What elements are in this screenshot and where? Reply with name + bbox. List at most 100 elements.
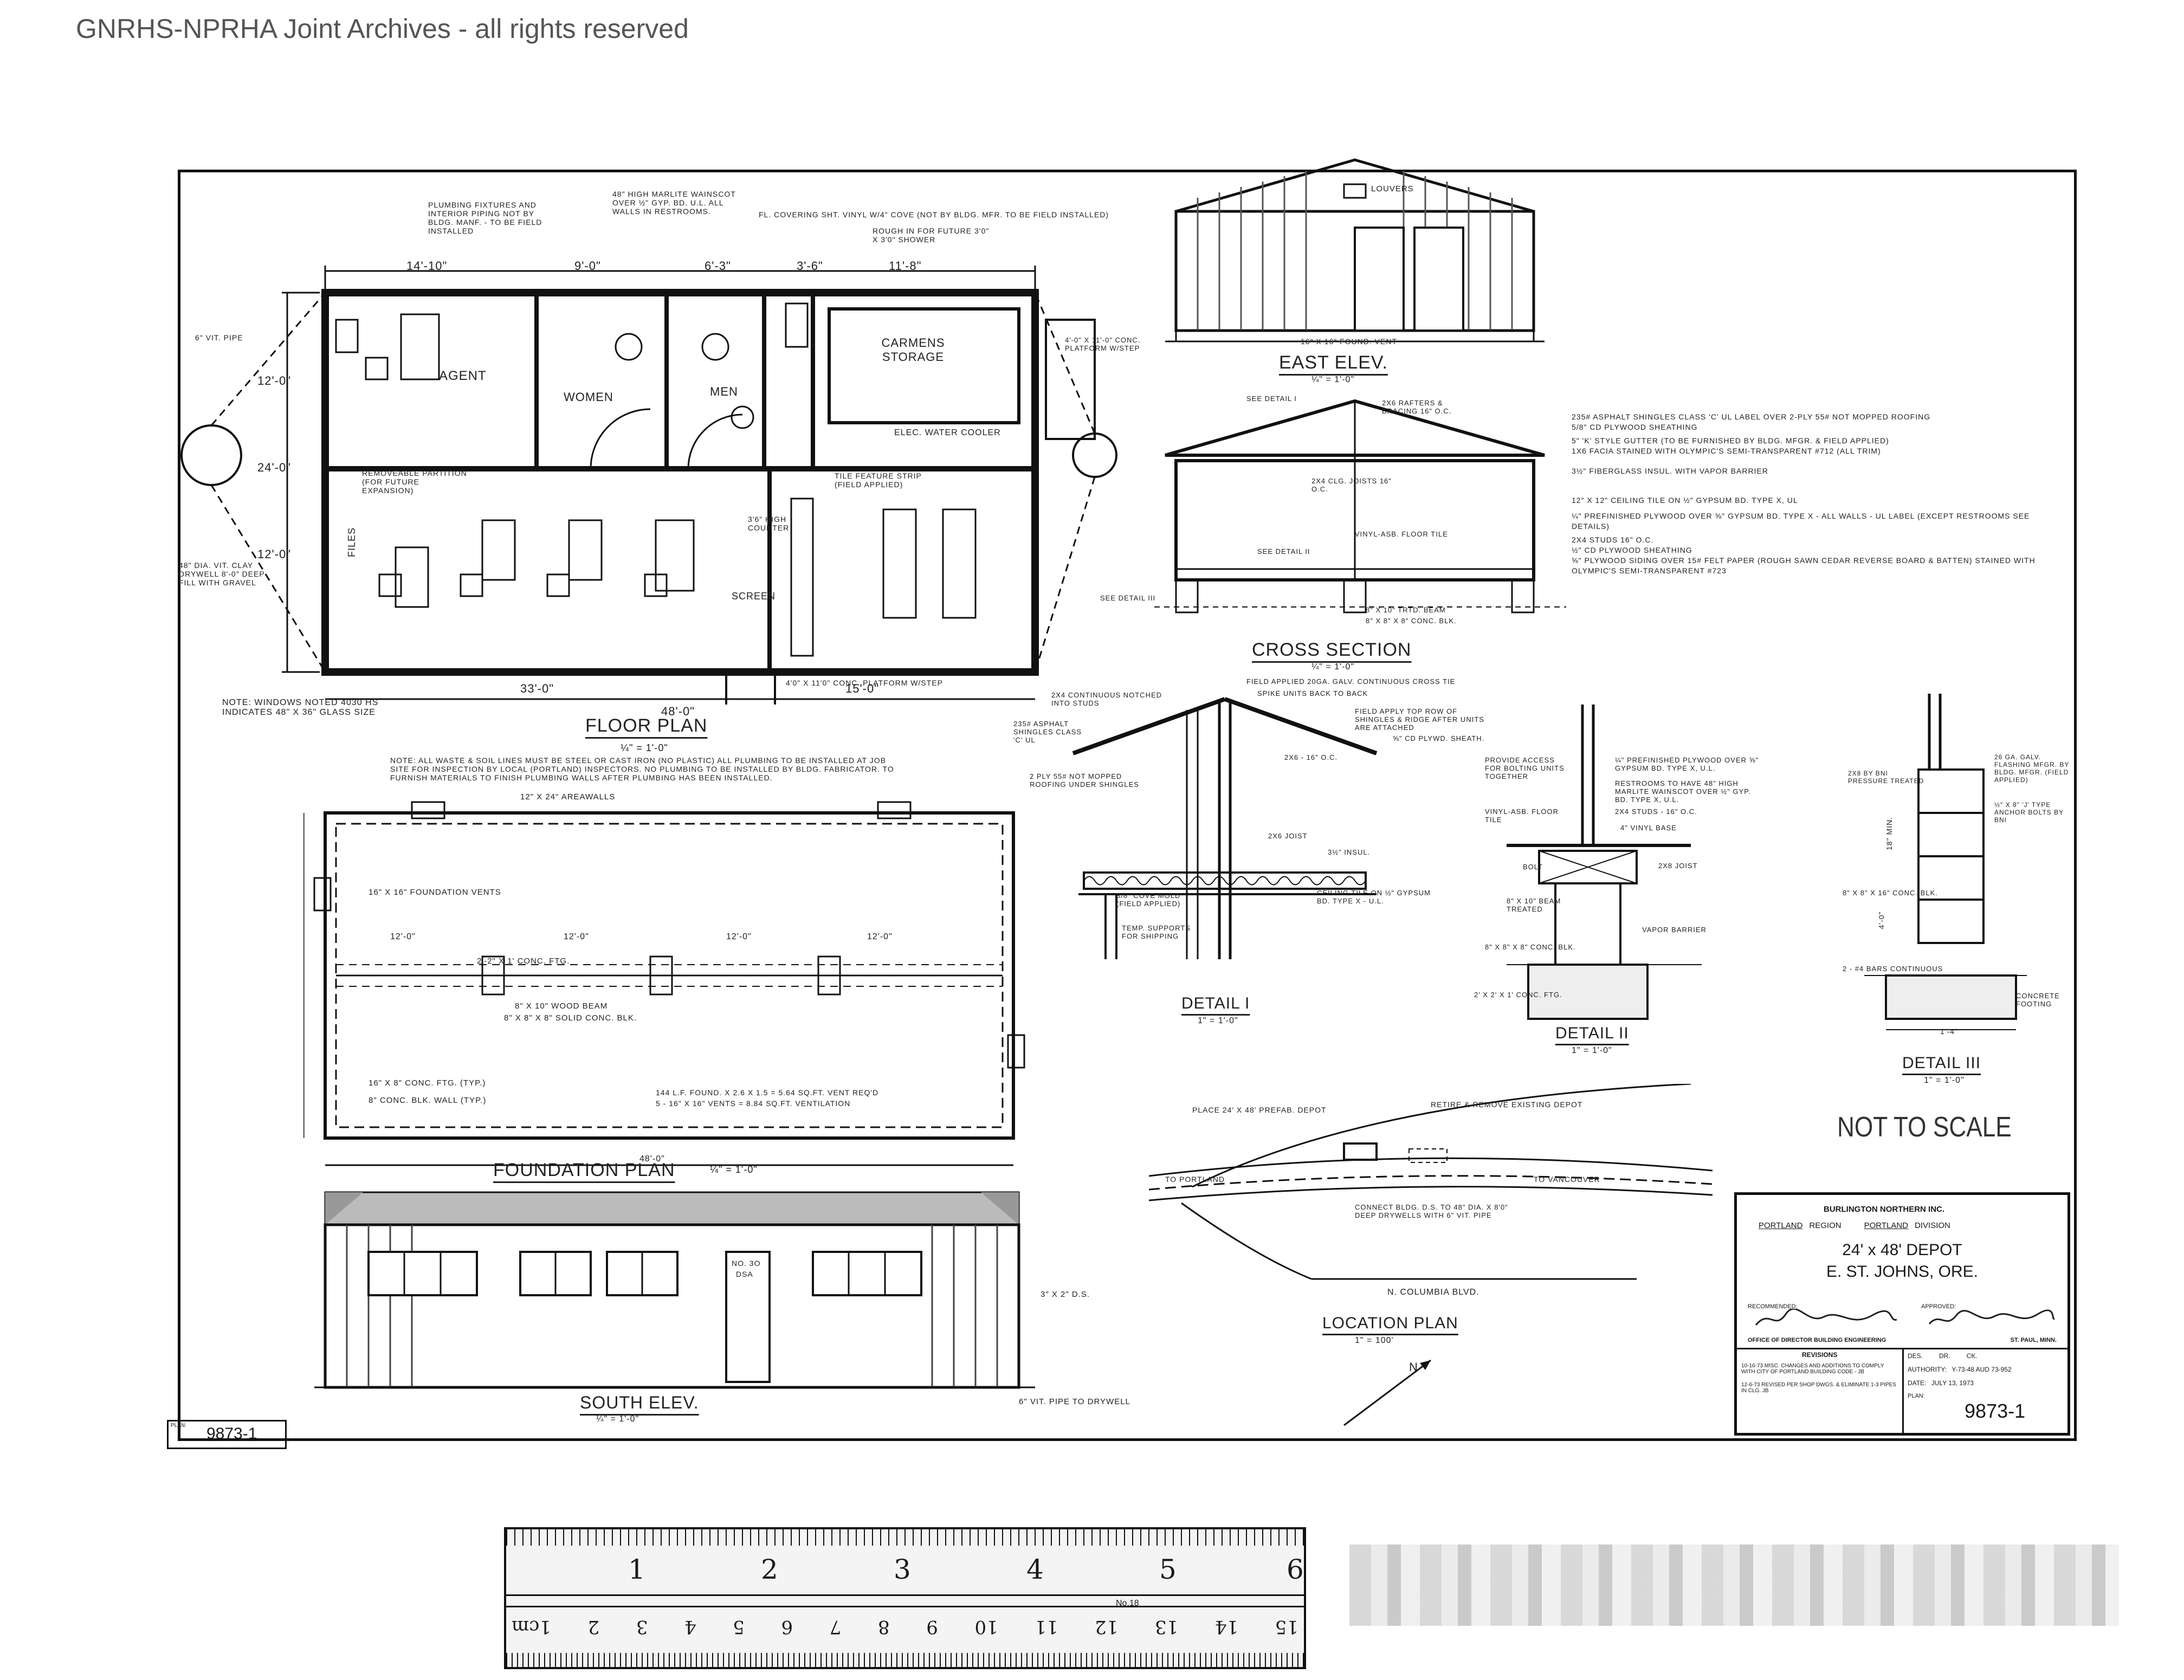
location-street: N. COLUMBIA BLVD.: [1387, 1288, 1479, 1297]
detail-1-roofing: 2 PLY 55# NOT MOPPED ROOFING UNDER SHING…: [1030, 772, 1139, 789]
detail-2-scale: 1" = 1'-0": [1572, 1046, 1612, 1055]
room-storage: CARMENS STORAGE: [881, 336, 945, 364]
dim-left-1: 12'-0": [257, 374, 292, 387]
detail-3-scale: 1" = 1'-0": [1924, 1076, 1965, 1085]
room-files: FILES: [346, 527, 358, 558]
foundation-label-conc-ftg: 2'-2" x 1' CONC. FTG.: [477, 957, 570, 966]
detail-1-cross-tie: FIELD APPLIED 20GA. GALV. CONTINUOUS CRO…: [1246, 677, 1456, 686]
floor-plan-note: NOTE: WINDOWS NOTED 4030 HS INDICATES 48…: [222, 698, 379, 717]
ruler-brand: No.18: [1116, 1599, 1139, 1608]
foundation-plan-title: FOUNDATION PLAN: [493, 1160, 675, 1180]
revision-divider: [1902, 1348, 1904, 1433]
cs-note-facia: 1x6 FACIA STAINED WITH OLYMPIC'S SEMI-TR…: [1572, 446, 1881, 455]
detail-3-title: DETAIL III: [1902, 1054, 1981, 1072]
scan-density-strip: [1349, 1545, 2119, 1626]
floor-plan-title: FLOOR PLAN: [585, 715, 708, 736]
cs-note-gutter: 5" 'K' STYLE GUTTER (TO BE FURNISHED BY …: [1572, 436, 1889, 445]
east-elev-vent: 16" x 16" FOUND. VENT: [1301, 337, 1397, 346]
detail-1-sheath: ⅝" CD PLYWD. SHEATH.: [1393, 734, 1485, 742]
room-agent: AGENT: [439, 369, 487, 383]
floor-plan-scale: ¼" = 1'-0": [621, 742, 668, 753]
city-label: ST. PAUL, MINN.: [2010, 1337, 2057, 1343]
foundation-dim-1: 12'-0": [390, 932, 416, 941]
region-label: REGION: [1809, 1221, 1841, 1230]
plumbing-note: NOTE: ALL WASTE & SOIL LINES MUST BE STE…: [390, 756, 894, 782]
detail-2-plywood: ¼" PREFINISHED PLYWOOD OVER ⅝" GYPSUM BD…: [1615, 756, 1759, 772]
door-number: NO. 3O: [732, 1259, 761, 1268]
inch-3: 3: [894, 1554, 911, 1585]
cm-15: 15: [1275, 1616, 1298, 1638]
foundation-label-vent-supplied: 5 - 16" x 16" VENTS = 8.84 SQ.FT. VENTIL…: [656, 1099, 851, 1108]
plan-number: 9873-1: [1965, 1400, 2026, 1422]
detail-2-blk: 8" x 8" x 8" CONC. BLK.: [1485, 943, 1576, 951]
dim-top-5: 11'-8": [889, 259, 922, 273]
room-women: WOMEN: [564, 390, 613, 404]
cs-note-studs: 2x4 STUDS 16" O.C.: [1572, 535, 1654, 545]
cm-14: 14: [1214, 1616, 1239, 1638]
cs-note-siding: ⅝" PLYWOOD SIDING OVER 15# FELT PAPER (R…: [1572, 555, 2036, 575]
detail-2-ftg: 2' x 2' x 1' CONC. FTG.: [1474, 991, 1562, 999]
detail-3-drawing: [1864, 694, 2027, 1030]
plan-tab-number: 9873-1: [206, 1425, 257, 1443]
location-to-vancouver: TO VANCOUVER: [1534, 1175, 1600, 1184]
detail-2-access: PROVIDE ACCESS FOR BOLTING UNITS TOGETHE…: [1485, 756, 1565, 780]
south-elev-title: SOUTH ELEV.: [580, 1393, 699, 1412]
not-to-scale-stamp: NOT TO SCALE: [1837, 1112, 2012, 1143]
location-plan-drawing: [1149, 1084, 1713, 1280]
detail-2-title: DETAIL II: [1555, 1024, 1629, 1042]
cross-section-floor-tile: VINYL-ASB. FLOOR TILE: [1355, 530, 1448, 538]
ck-label: CK.: [1966, 1352, 1978, 1360]
cm-3: 3: [636, 1616, 648, 1638]
plan-label: PLAN:: [1908, 1393, 1925, 1399]
callout-floor-covering: FL. COVERING SHT. VINYL W/4" COVE (NOT B…: [759, 210, 1109, 219]
east-elev-title: EAST ELEV.: [1279, 352, 1388, 373]
authority-value: Y-73-48 AUD 73-952: [1952, 1366, 2012, 1373]
room-screen: SCREEN: [732, 591, 776, 602]
cross-section-beam: 8" x 10" TRTD. BEAM: [1366, 606, 1446, 614]
cross-section-detail-3: SEE DETAIL III: [1100, 594, 1156, 602]
callout-partition: REMOVEABLE PARTITION (FOR FUTURE EXPANSI…: [362, 469, 467, 495]
callout-marlite: 48" HIGH MARLITE WAINSCOT OVER ½" GYP. B…: [612, 190, 736, 216]
date-label: DATE:: [1908, 1379, 1927, 1387]
cs-note-insul: 3½" FIBERGLASS INSUL. WITH VAPOR BARRIER: [1572, 466, 1768, 475]
foundation-label-solid-blk: 8" x 8" x 8" SOLID CONC. BLK.: [504, 1013, 637, 1023]
plan-tab-label: PLAN:: [171, 1423, 186, 1429]
detail-2-base: 4" VINYL BASE: [1620, 824, 1677, 832]
cross-section-scale: ¼" = 1'-0": [1311, 662, 1355, 671]
project-title: 24' x 48' DEPOT: [1842, 1241, 1962, 1259]
cross-section-drawing: [1154, 399, 1566, 613]
location-to-portland: TO PORTLAND: [1165, 1175, 1225, 1184]
ruler-cm-labels: 15 14 13 12 11 10 9 8 7 6 5 4 3 2 1cm: [512, 1616, 1298, 1638]
foundation-dim-4: 12'-0": [867, 932, 893, 941]
inch-1: 1: [628, 1554, 645, 1585]
measuring-ruler: 1 2 3 4 5 6 No.18 15 14 13 12 11 10 9 8 …: [504, 1527, 1306, 1669]
approved-label: APPROVED:: [1921, 1303, 1956, 1310]
detail-3-dim-min: 18" MIN.: [1884, 817, 1894, 850]
cross-section-detail-1: SEE DETAIL I: [1246, 395, 1297, 403]
cross-section-joists: 2x4 CLG. JOISTS 16" O.C.: [1311, 477, 1392, 493]
south-elevation-drawing: [314, 1191, 1035, 1389]
date-row: DATE: JULY 13, 1973: [1908, 1379, 1974, 1387]
cm-7: 7: [829, 1616, 842, 1638]
revision-2: 12-6-73 REVISED PER SHOP DWGS. & ELIMINA…: [1741, 1382, 1896, 1394]
date-value: JULY 13, 1973: [1931, 1379, 1974, 1387]
location-drywell-note: CONNECT BLDG. D.S. TO 48" DIA. x 8'0" DE…: [1355, 1203, 1508, 1219]
archive-watermark: GNRHS-NPRHA Joint Archives - all rights …: [76, 14, 689, 44]
cs-note-sheathing: 5/8" CD PLYWOOD SHEATHING: [1572, 422, 1698, 431]
cross-section-title: CROSS SECTION: [1252, 639, 1412, 660]
cs-note-plywood: ¼" PREFINISHED PLYWOOD OVER ⅝" GYPSUM BD…: [1572, 512, 2030, 531]
foundation-label-vents: 16" x 16" FOUNDATION VENTS: [369, 888, 501, 897]
cm-1: 1cm: [512, 1616, 551, 1638]
south-elev-downspout: 3" x 2" D.S.: [1041, 1290, 1090, 1299]
detail-2-joist: 2x8 JOIST: [1658, 862, 1698, 870]
signature-approved: [1928, 1309, 2056, 1325]
cross-section-notes: 235# ASPHALT SHINGLES CLASS 'C' UL LABEL…: [1572, 412, 2049, 576]
cm-11: 11: [1035, 1616, 1058, 1638]
detail-1-spike: SPIKE UNITS BACK TO BACK: [1257, 689, 1368, 697]
cm-8: 8: [877, 1616, 890, 1638]
foundation-label-blk-wall: 8" CONC. BLK. WALL (TYP.): [369, 1096, 487, 1105]
dim-top-4: 3'-6": [797, 259, 823, 273]
detail-3-anchor: ½" x 8" 'J' TYPE ANCHOR BOLTS BY BNI: [1994, 801, 2064, 824]
plan-tab: PLAN: 9873-1: [167, 1420, 287, 1449]
revisions-label: REVISIONS: [1802, 1351, 1838, 1359]
